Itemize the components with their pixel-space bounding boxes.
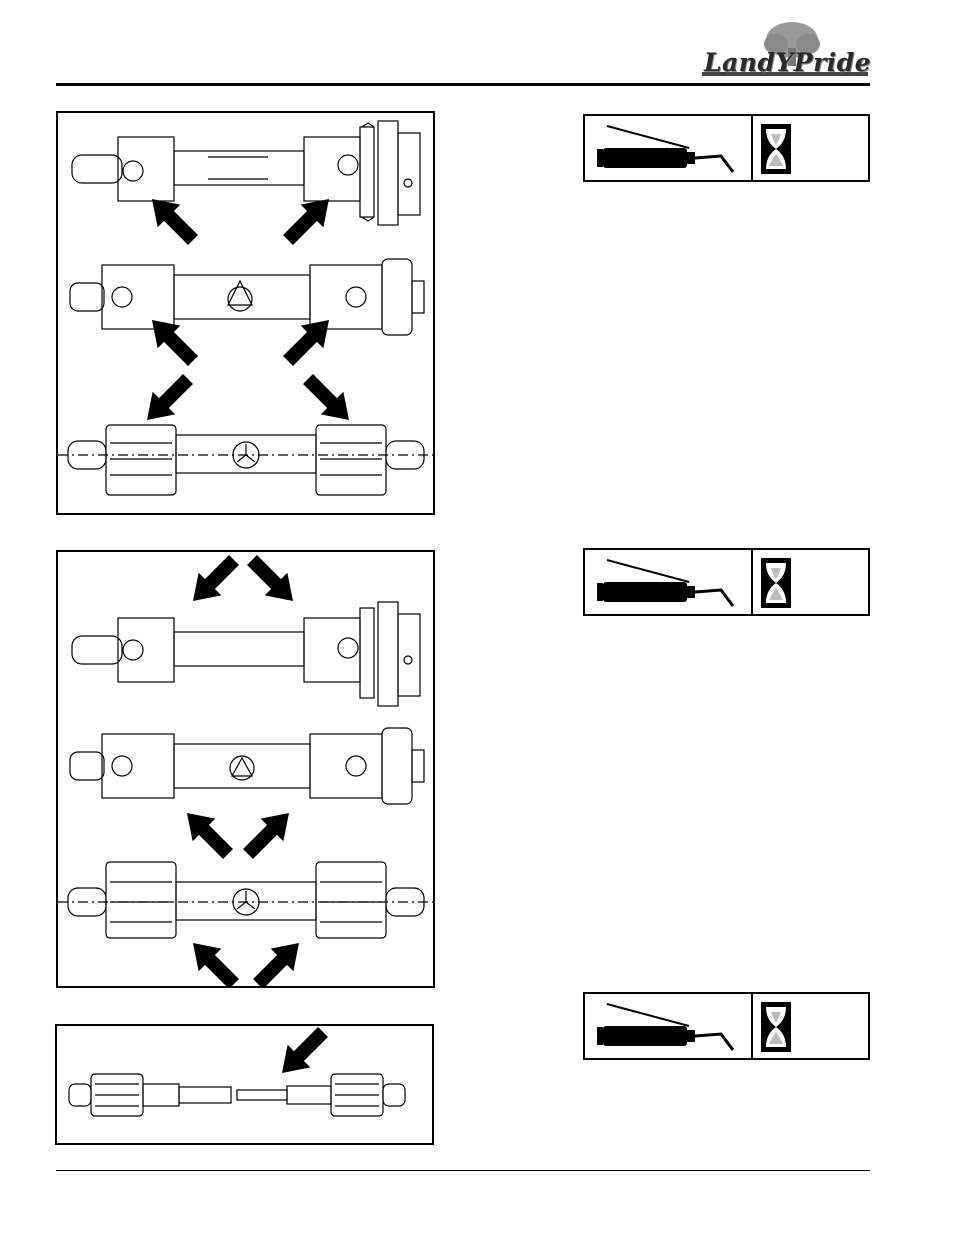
icon-divider [751, 550, 753, 614]
landpride-logo: LandYPride [700, 18, 872, 80]
driveline-bottom [58, 862, 433, 938]
arrow-icon [176, 802, 240, 866]
figure-shield-bearings [56, 550, 435, 988]
arrow-icon [271, 1026, 335, 1084]
grease-interval-box-3 [583, 992, 870, 1060]
driveline-middle [70, 728, 424, 804]
driveline-middle [70, 259, 424, 335]
arrow-group-3 [271, 1026, 335, 1084]
grease-interval-box-2 [583, 548, 870, 616]
driveline-diagram-3 [57, 1026, 432, 1143]
footer-rule [56, 1170, 870, 1171]
hourglass-icon [761, 558, 791, 608]
hourglass-icon [761, 1002, 791, 1052]
arrow-group-1 [136, 188, 361, 432]
arrow-icon [241, 552, 305, 612]
header-rule [56, 83, 870, 86]
driveline-diagram-1 [58, 113, 433, 513]
icon-divider [751, 994, 753, 1058]
arrow-icon [297, 368, 361, 432]
driveline-bottom [58, 425, 433, 495]
grease-gun-icon [593, 122, 745, 176]
grease-gun-icon [593, 1000, 745, 1054]
arrow-icon [277, 188, 341, 252]
brand-wordmark: LandYPride [704, 48, 871, 77]
hourglass-icon [761, 124, 791, 174]
arrow-icon [141, 309, 205, 373]
arrow-icon [182, 552, 246, 612]
arrow-icon [247, 932, 311, 986]
driveline-diagram-2 [58, 552, 433, 986]
arrow-icon [136, 368, 200, 432]
arrow-icon [182, 932, 246, 986]
arrow-icon [237, 802, 301, 866]
figure-cross-journals [56, 111, 435, 515]
driveline-separated [69, 1074, 405, 1116]
grease-interval-box-1 [583, 114, 870, 182]
arrow-group-2 [176, 552, 311, 986]
icon-divider [751, 116, 753, 180]
arrow-icon [277, 309, 341, 373]
grease-gun-icon [593, 556, 745, 610]
driveline-top [72, 602, 420, 706]
arrow-icon [141, 188, 205, 252]
figure-telescoping-members [55, 1024, 434, 1145]
driveline-top [72, 121, 420, 225]
